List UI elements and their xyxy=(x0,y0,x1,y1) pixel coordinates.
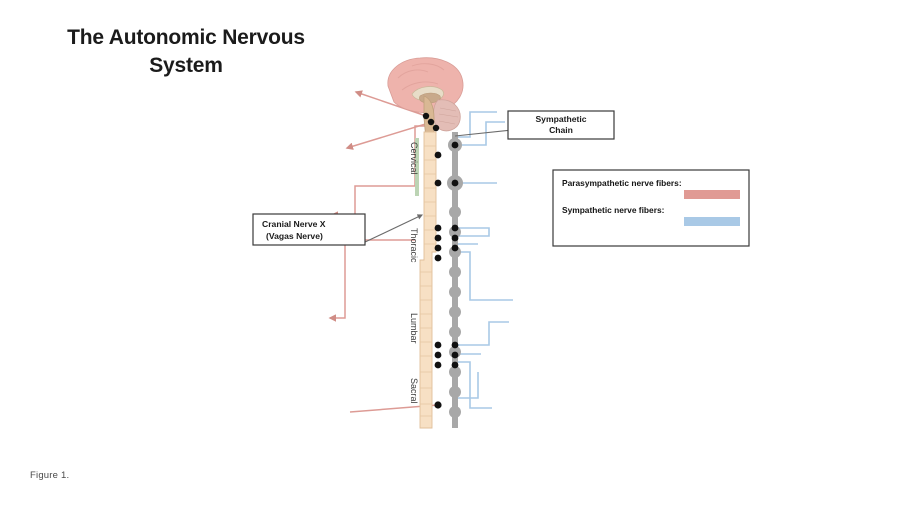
vertebral-column xyxy=(415,131,437,429)
sympathetic-chain-label-line2: Chain xyxy=(549,125,573,135)
vertebra-segments xyxy=(420,145,436,417)
sympathetic-fiber-branches xyxy=(455,111,513,409)
legend-swatch-sympathetic xyxy=(684,217,740,226)
spinal-column-body xyxy=(419,131,437,429)
sympathetic-branch-6 xyxy=(455,251,513,301)
sympathetic-branch-7 xyxy=(455,321,509,346)
sympathetic-chain-column xyxy=(447,132,463,428)
callout-cranial-nerve-x[interactable]: Cranial Nerve X (Vagas Nerve) xyxy=(252,213,423,246)
sympathetic-branch-10 xyxy=(455,372,479,399)
cerebrum-gyri-1 xyxy=(397,69,429,79)
chain-trunk xyxy=(452,132,458,428)
title-line-2: System xyxy=(149,53,223,77)
cranial-nerve-leader-line xyxy=(362,214,423,244)
title-line-1: The Autonomic Nervous xyxy=(67,26,305,49)
spine-region-labels: Cervical Thoracic Lumbar Sacral xyxy=(409,142,419,404)
sympathetic-chain-label-line1: Sympathetic xyxy=(535,114,586,124)
cranial-nerve-label-line1: Cranial Nerve X xyxy=(262,219,326,229)
figure-caption: Figure 1. xyxy=(30,470,70,481)
legend-box xyxy=(552,169,750,247)
brain-illustration xyxy=(387,57,464,141)
legend-swatch-parasympathetic xyxy=(684,190,740,199)
sympathetic-branch-9 xyxy=(455,361,492,409)
legend-label-sympathetic: Sympathetic nerve fibers: xyxy=(562,205,664,215)
cranial-nerve-box[interactable] xyxy=(252,213,366,246)
cerebellum-folia-1 xyxy=(439,107,457,112)
callout-sympathetic-chain[interactable]: Sympathetic Chain xyxy=(454,110,615,140)
sympathetic-chain-leader-line xyxy=(454,129,513,137)
parasympathetic-cranial-1 xyxy=(354,90,433,119)
cranial-nerve-label-line2: (Vagas Nerve) xyxy=(266,231,323,241)
parasympathetic-vagus-branch xyxy=(328,239,415,322)
legend: Parasympathetic nerve fibers: Sympatheti… xyxy=(552,169,750,247)
cervical-region-marker xyxy=(415,138,419,196)
cerebellum-folia-2 xyxy=(438,113,459,118)
legend-label-parasympathetic: Parasympathetic nerve fibers: xyxy=(562,178,682,188)
sympathetic-branch-4 xyxy=(455,227,490,237)
spine-label-thoracic: Thoracic xyxy=(409,228,419,263)
sympathetic-chain-box[interactable] xyxy=(507,110,615,140)
cerebrum-gyri-3 xyxy=(411,63,445,71)
ganglion-dots xyxy=(422,112,459,409)
sympathetic-branch-1 xyxy=(455,111,497,138)
spine-label-sacral: Sacral xyxy=(409,378,419,404)
page-title: The Autonomic Nervous System xyxy=(36,24,336,79)
cerebrum-gyri-2 xyxy=(401,81,439,91)
cerebrum-shape xyxy=(387,57,464,114)
spine-label-lumbar: Lumbar xyxy=(409,313,419,344)
sympathetic-branch-2 xyxy=(455,121,505,146)
spine-label-cervical: Cervical xyxy=(409,142,419,175)
cerebellum-folia-3 xyxy=(438,120,456,125)
